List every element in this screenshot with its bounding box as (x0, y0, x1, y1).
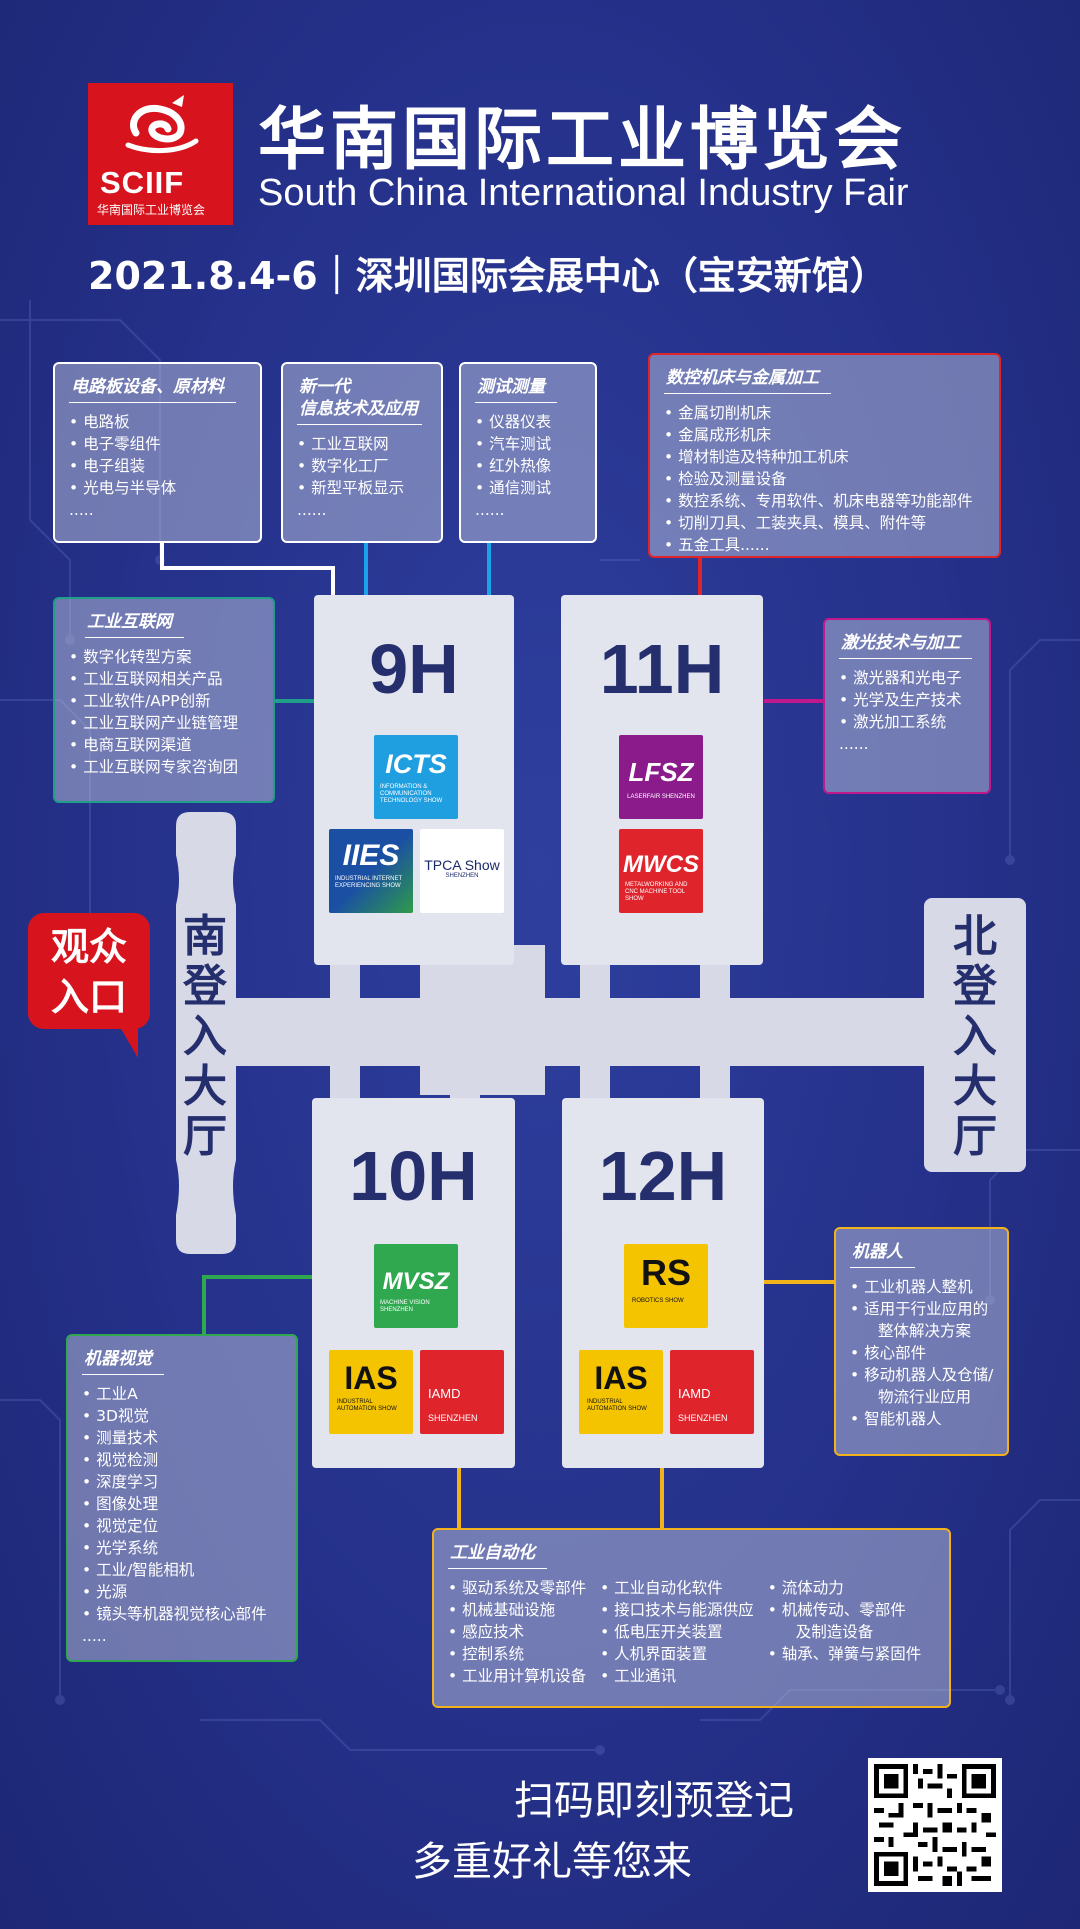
hall-12h-label: 12H (598, 1137, 728, 1215)
iamd-logo-10h: IAMD SHENZHEN (420, 1350, 504, 1434)
category-industrial-automation: 工业自动化 驱动系统及零部件机械基础设施感应技术控制系统工业用计算机设备 工业自… (432, 1528, 951, 1708)
iies-logo: IIES INDUSTRIAL INTERNET EXPERIENCING SH… (329, 829, 413, 913)
category-title: 激光技术与加工 (839, 632, 972, 659)
category-title: 数控机床与金属加工 (664, 367, 831, 394)
category-title: 工业自动化 (448, 1542, 547, 1569)
visitor-entrance-label: 观众 入口 (50, 925, 127, 1019)
logo-subtitle: 华南国际工业博览会 (97, 203, 206, 217)
qr-code[interactable] (868, 1758, 1002, 1892)
page-title: 华南国际工业博览会 (258, 101, 907, 180)
category-pcb: 电路板设备、原材料 电路板电子零组件电子组装光电与半导体 ..... (53, 362, 262, 543)
robotics-show-logo: RS ROBOTICS SHOW (624, 1244, 708, 1328)
category-cnc-metalworking: 数控机床与金属加工 金属切削机床金属成形机床增材制造及特种加工机床检验及测量设备… (648, 353, 1001, 558)
ias-logo-12h: IAS INDUSTRIAL AUTOMATION SHOW (579, 1350, 663, 1434)
visitor-entrance-badge (28, 913, 150, 1029)
category-title: 电路板设备、原材料 (69, 376, 236, 403)
category-title: 工业互联网 (85, 611, 184, 638)
icts-logo: ICTS INFORMATION & COMMUNICATION TECHNOL… (374, 735, 458, 819)
dragon-emblem-icon (125, 95, 199, 154)
hall-10h-label: 10H (349, 1137, 478, 1215)
hall-9h-label: 9H (369, 630, 459, 708)
ias-logo-10h: IAS INDUSTRIAL AUTOMATION SHOW (329, 1350, 413, 1434)
mwcs-logo: MWCS METALWORKING AND CNC MACHINE TOOL S… (619, 829, 703, 913)
north-lobby-label: 北登入大厅 (953, 911, 997, 1162)
cta-register: 扫码即刻预登记 (514, 1778, 794, 1824)
category-industrial-internet: 工业互联网 数字化转型方案工业互联网相关产品工业软件/APP创新工业互联网产业链… (53, 597, 275, 803)
lfsz-logo: LFSZ LASERFAIR SHENZHEN (619, 735, 703, 819)
date-venue: 2021.8.4-6｜深圳国际会展中心（宝安新馆） (88, 254, 888, 298)
tpca-show-logo: TPCA Show SHENZHEN (420, 829, 504, 913)
category-title: 机器人 (850, 1241, 915, 1268)
category-test-measurement: 测试测量 仪器仪表汽车测试红外热像通信测试 ...... (459, 362, 597, 543)
automation-column-2: 工业自动化软件接口技术与能源供应低电压开关装置人机界面装置工业通讯 (600, 1577, 754, 1687)
page-title-english: South China International Industry Fair (258, 172, 909, 214)
category-title: 新一代信息技术及应用 (297, 376, 422, 425)
automation-column-1: 驱动系统及零部件机械基础设施感应技术控制系统工业用计算机设备 (448, 1577, 586, 1687)
hall-11h-label: 11H (599, 630, 725, 708)
category-title: 测试测量 (475, 376, 557, 403)
qr-code-icon (874, 1764, 996, 1886)
logo-text: SCIIF (100, 165, 185, 200)
category-robotics: 机器人 工业机器人整机 适用于行业应用的 整体解决方案 核心部件 移动机器人及仓… (834, 1227, 1009, 1456)
category-laser: 激光技术与加工 激光器和光电子光学及生产技术激光加工系统 ...... (823, 618, 991, 794)
category-machine-vision: 机器视觉 工业A3D视觉测量技术视觉检测深度学习图像处理视觉定位光学系统工业/智… (66, 1334, 298, 1662)
sciif-logo (88, 83, 233, 225)
mvsz-logo: MVSZ MACHINE VISION SHENZHEN (374, 1244, 458, 1328)
iamd-logo-12h: IAMD SHENZHEN (670, 1350, 754, 1434)
category-title: 机器视觉 (82, 1348, 164, 1375)
bubble-pointer (116, 1020, 138, 1058)
south-lobby-label: 南登入大厅 (183, 911, 227, 1162)
cta-gifts: 多重好礼等您来 (412, 1839, 692, 1885)
automation-column-3: 流体动力机械传动、零部件及制造设备轴承、弹簧与紧固件 (768, 1577, 922, 1687)
